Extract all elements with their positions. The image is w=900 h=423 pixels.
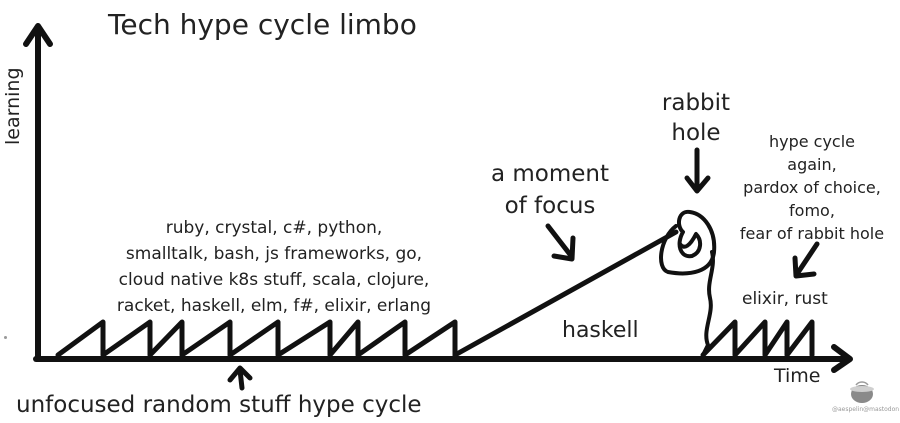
y-axis-arrowhead — [23, 23, 53, 47]
moment-line: of focus — [504, 193, 596, 219]
stray-mark — [4, 336, 7, 339]
languages-line: ruby, crystal, c#, python, — [165, 218, 383, 238]
moment-of-focus-label: a moment of focus — [480, 158, 620, 222]
later-languages-label: elixir, rust — [742, 289, 828, 309]
rabbit-line: rabbit — [661, 90, 731, 116]
sawtooth-hype-cycles — [55, 319, 458, 358]
y-axis-label: learning — [2, 67, 24, 145]
hype-line: pardox of choice, — [743, 178, 881, 197]
hype-line: again, — [787, 155, 837, 174]
rabbit-hole-scribble — [659, 209, 717, 276]
hype-again-annotation: hype cycle again, pardox of choice, fomo… — [726, 130, 898, 245]
hype-line: fomo, — [789, 201, 835, 220]
focus-language-label: haskell — [562, 318, 639, 343]
arrow-unfocused — [227, 365, 253, 391]
hype-line: hype cycle — [768, 132, 856, 151]
arrow-hype-again — [792, 241, 820, 279]
rabbit-line: hole — [671, 120, 721, 146]
bottom-caption: unfocused random stuff hype cycle — [16, 392, 422, 418]
languages-line: racket, haskell, elm, f#, elixir, erlang — [116, 296, 432, 316]
arrow-moment-of-focus — [545, 223, 576, 262]
diagram-title: Tech hype cycle limbo — [108, 8, 417, 41]
watermark: @aespelin@mastodon — [832, 379, 900, 419]
rabbit-hole-label: rabbit hole — [650, 88, 742, 148]
arrow-rabbit-hole — [684, 147, 711, 194]
languages-line: smalltalk, bash, js frameworks, go, — [125, 244, 423, 264]
languages-annotation: ruby, crystal, c#, python, smalltalk, ba… — [86, 215, 462, 319]
languages-line: cloud native k8s stuff, scala, clojure, — [118, 270, 430, 290]
hype-line: fear of rabbit hole — [739, 224, 885, 243]
bowl-logo-icon — [850, 381, 874, 403]
rabbit-hole-drop-line — [701, 250, 715, 357]
second-sawtooth — [700, 319, 815, 358]
moment-line: a moment — [490, 161, 610, 187]
x-axis-arrowhead — [831, 344, 853, 373]
watermark-credit: @aespelin@mastodon — [832, 406, 900, 413]
focus-climb-line — [452, 229, 679, 358]
x-axis-label: Time — [774, 365, 821, 387]
